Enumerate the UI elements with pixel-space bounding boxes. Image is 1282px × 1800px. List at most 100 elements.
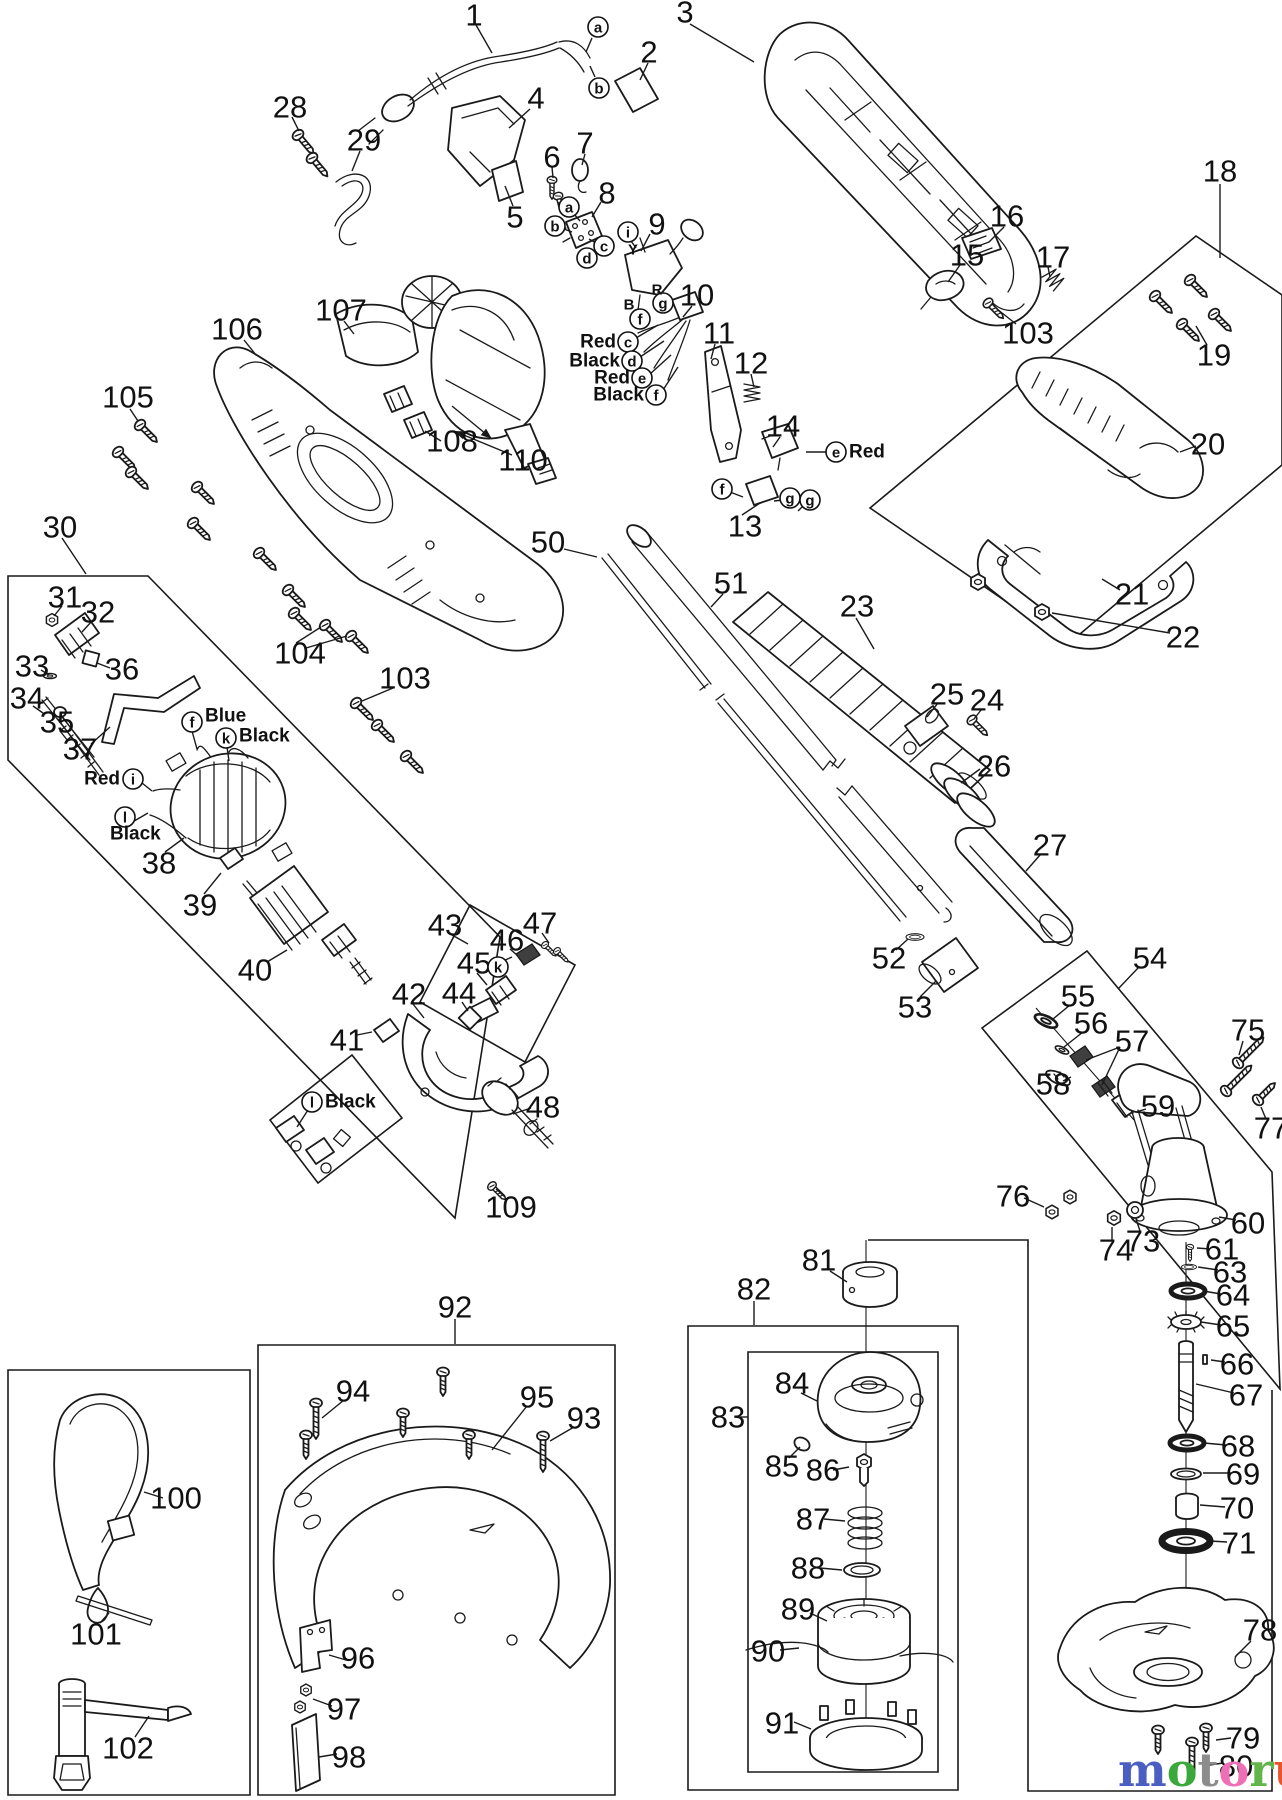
part-number-81: 81 bbox=[802, 1243, 836, 1278]
leader-line bbox=[1210, 1359, 1226, 1363]
leader-line bbox=[988, 226, 1005, 243]
part-number-30: 30 bbox=[43, 510, 77, 545]
part-number-19: 19 bbox=[1197, 338, 1231, 373]
part-84-spool-housing bbox=[816, 1351, 924, 1443]
leader-line bbox=[1052, 1004, 1071, 1020]
callout-circle-l bbox=[114, 806, 136, 828]
part-39-pin bbox=[219, 847, 244, 870]
part-number-67: 67 bbox=[1229, 1378, 1263, 1413]
leader-line bbox=[424, 430, 442, 442]
callout-circle-b bbox=[544, 215, 566, 237]
part-number-103: 103 bbox=[379, 661, 431, 696]
part-number-38: 38 bbox=[142, 846, 176, 881]
leader-line bbox=[504, 185, 514, 207]
part-number-22: 22 bbox=[1166, 620, 1200, 655]
part-36-key bbox=[81, 649, 101, 668]
leader-line bbox=[512, 1107, 532, 1115]
leader-line bbox=[630, 240, 637, 249]
part-89-spool bbox=[817, 1598, 911, 1685]
leader-line bbox=[581, 153, 586, 166]
part-number-31: 31 bbox=[48, 580, 82, 615]
leader-line bbox=[305, 635, 348, 649]
part-number-15: 15 bbox=[950, 238, 984, 273]
part-number-68: 68 bbox=[1221, 1429, 1255, 1464]
part-number-57: 57 bbox=[1115, 1024, 1149, 1059]
leader-line bbox=[662, 366, 679, 391]
part-60-gear-head bbox=[1117, 1063, 1228, 1236]
leader-line bbox=[90, 726, 111, 745]
callout-circle-g bbox=[652, 292, 674, 314]
part-77-screw bbox=[1249, 1077, 1281, 1109]
callout-circle-f bbox=[711, 478, 733, 500]
callout-circle-f bbox=[181, 711, 203, 733]
part-number-50: 50 bbox=[531, 525, 565, 560]
leader-line bbox=[589, 65, 596, 78]
leader-line bbox=[563, 548, 598, 558]
callout-circle-d bbox=[621, 350, 643, 372]
callout-letter-f: f bbox=[638, 312, 644, 329]
part-66-pin bbox=[1202, 1354, 1208, 1365]
part-number-55: 55 bbox=[1061, 979, 1095, 1014]
wire-color-label: Black bbox=[569, 351, 620, 372]
wire-color-label: Red bbox=[580, 332, 616, 353]
part-11-lever bbox=[704, 345, 742, 463]
watermark-logo: motoruf.de bbox=[1118, 1743, 1282, 1797]
part-number-71: 71 bbox=[1222, 1526, 1256, 1561]
part-68-bearing bbox=[1170, 1436, 1204, 1450]
wire-color-label: Red bbox=[849, 442, 885, 463]
part-number-103: 103 bbox=[1002, 316, 1054, 351]
leader-line bbox=[509, 948, 519, 957]
leader-line bbox=[855, 617, 875, 650]
leader-line bbox=[96, 662, 111, 669]
part-number-48: 48 bbox=[526, 1090, 560, 1125]
part-number-5: 5 bbox=[506, 200, 523, 235]
part-number-13: 13 bbox=[728, 509, 762, 544]
part-50-flex-shaft bbox=[601, 553, 907, 922]
leader-line bbox=[819, 1567, 843, 1571]
part-32-spring bbox=[54, 612, 100, 659]
callout-letter-a: a bbox=[565, 200, 574, 217]
part-12-spring bbox=[743, 383, 761, 403]
part-number-83: 83 bbox=[711, 1400, 745, 1435]
callout-letter-k: k bbox=[494, 960, 503, 977]
part-number-74: 74 bbox=[1099, 1233, 1133, 1268]
leader-line bbox=[1135, 1218, 1141, 1232]
leader-line bbox=[823, 1518, 846, 1522]
part-106-housing-left bbox=[213, 346, 564, 652]
part-71-bearing bbox=[1158, 1528, 1214, 1554]
callout-letter-k: k bbox=[222, 731, 231, 748]
part-73-washer bbox=[1126, 1201, 1144, 1219]
leader-line bbox=[1047, 266, 1051, 278]
part-number-90: 90 bbox=[751, 1634, 785, 1669]
part-number-60: 60 bbox=[1231, 1206, 1265, 1241]
callout-circle-k bbox=[215, 727, 237, 749]
callout-circle-i bbox=[122, 768, 144, 790]
part-number-65: 65 bbox=[1216, 1309, 1250, 1344]
part-number-45: 45 bbox=[457, 946, 491, 981]
part-number-102: 102 bbox=[102, 1731, 154, 1766]
callout-circle-a bbox=[558, 196, 580, 218]
part-5-spacer bbox=[491, 160, 524, 202]
leader-line bbox=[1199, 1504, 1226, 1508]
wire-color-label: Black bbox=[239, 726, 290, 747]
callout-circle-b bbox=[588, 77, 610, 99]
part-number-14: 14 bbox=[766, 409, 800, 444]
part-number-43: 43 bbox=[428, 908, 462, 943]
part-number-91: 91 bbox=[765, 1706, 799, 1741]
part-number-11: 11 bbox=[703, 316, 735, 351]
callout-letter-l: l bbox=[310, 1095, 314, 1112]
leader-line bbox=[1200, 1321, 1222, 1326]
callout-circle-e bbox=[825, 441, 847, 463]
leader-line bbox=[508, 108, 531, 129]
part-27-tube bbox=[954, 827, 1074, 947]
leader-line bbox=[312, 1698, 333, 1707]
leader-line bbox=[829, 1270, 848, 1283]
group-box-tools bbox=[7, 1369, 251, 1796]
part-number-104: 104 bbox=[274, 636, 326, 671]
leader-line bbox=[1238, 1040, 1244, 1056]
leader-line bbox=[585, 37, 593, 53]
leader-line bbox=[1085, 1046, 1121, 1061]
